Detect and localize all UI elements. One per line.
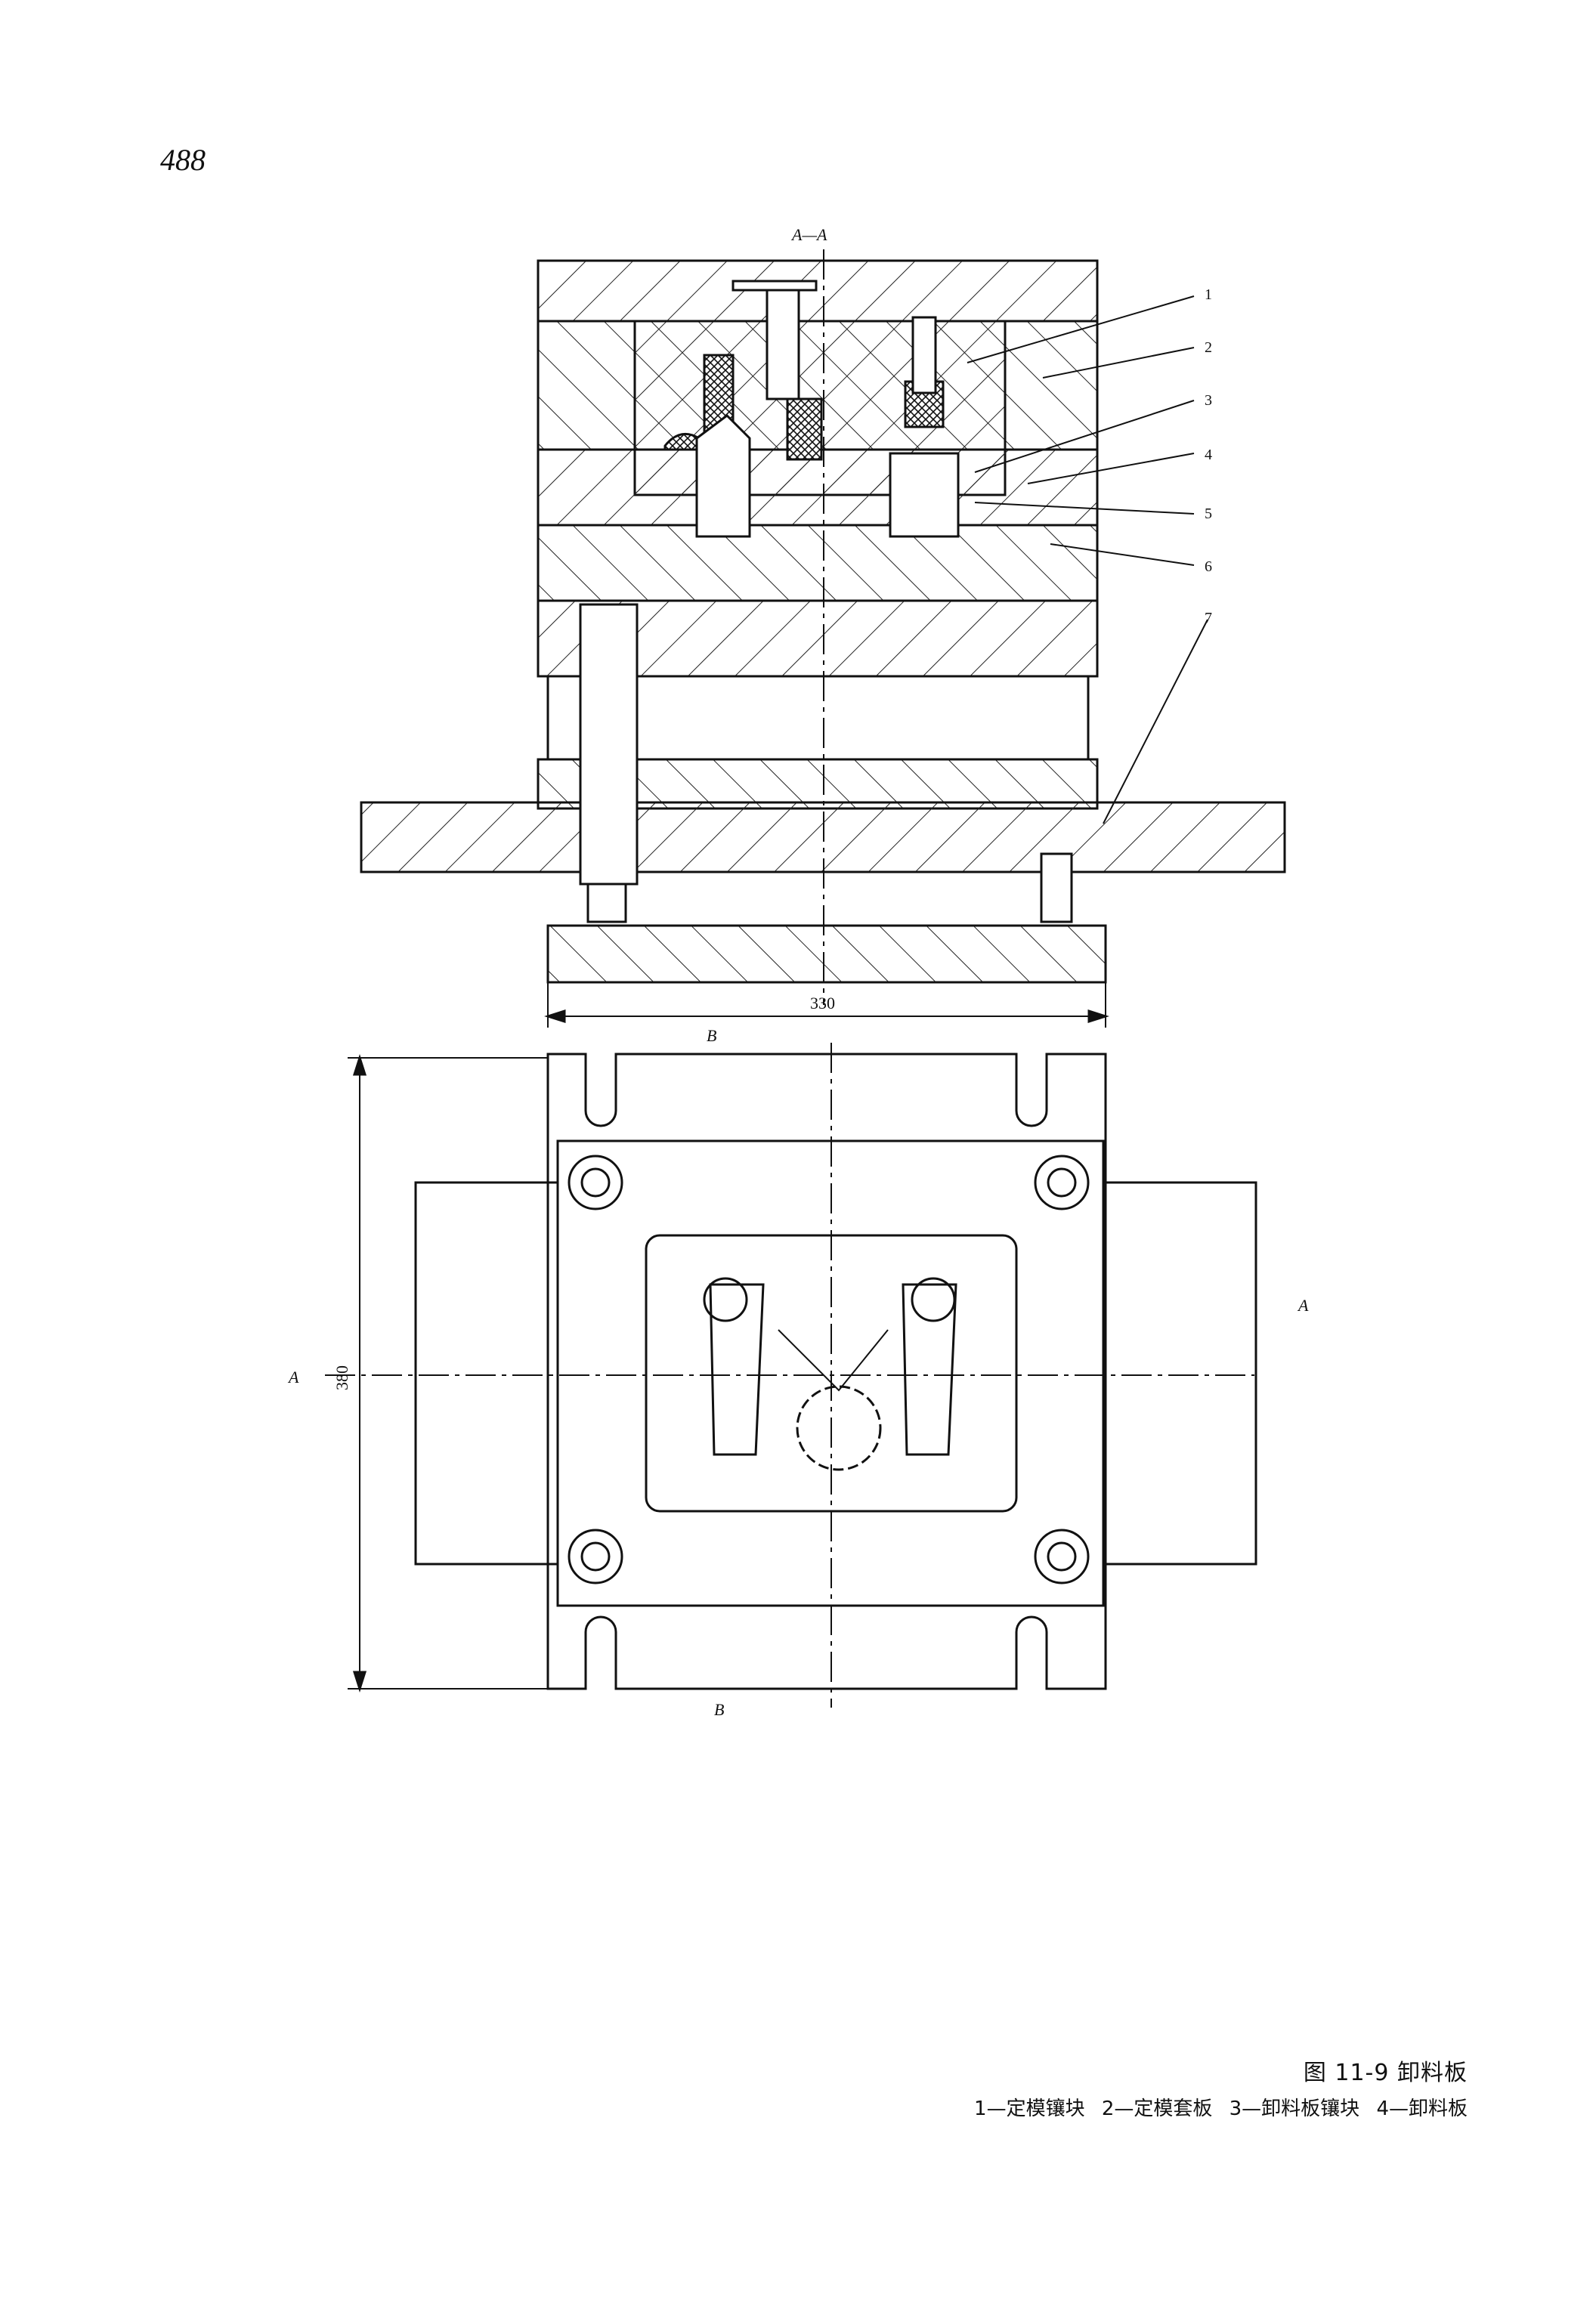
- callout-2: 2: [1205, 339, 1212, 356]
- callout-5: 5: [1205, 505, 1212, 522]
- part-callouts: 1 2 3 4 5 6 7: [1205, 286, 1212, 626]
- callout-6: 6: [1205, 558, 1212, 575]
- plan-view: [325, 1043, 1257, 1708]
- svg-text:B: B: [707, 1026, 716, 1045]
- width-dimension: 330: [810, 994, 835, 1012]
- guide-pins: [568, 1155, 1090, 1584]
- callout-1: 1: [1205, 286, 1212, 303]
- height-dimension: 380: [332, 1365, 351, 1390]
- svg-text:B: B: [714, 1700, 724, 1719]
- svg-text:A: A: [287, 1368, 299, 1387]
- svg-text:A: A: [1297, 1296, 1309, 1315]
- callout-4: 4: [1205, 447, 1212, 463]
- figure-caption-title: 图 11-9 卸料板: [1303, 2060, 1468, 2086]
- callout-3: 3: [1205, 392, 1212, 409]
- page-number: 488: [160, 143, 206, 177]
- section-view-label: A—A: [790, 225, 827, 244]
- section-marks: B B A A: [287, 1026, 1309, 1719]
- callout-7: 7: [1205, 610, 1212, 626]
- section-view: A—A: [360, 225, 1286, 1028]
- figure-caption-legend: 1—定模镶块 2—定模套板 3—卸料板镶块 4—卸料板: [974, 2098, 1468, 2120]
- callout-leaders: [967, 295, 1208, 824]
